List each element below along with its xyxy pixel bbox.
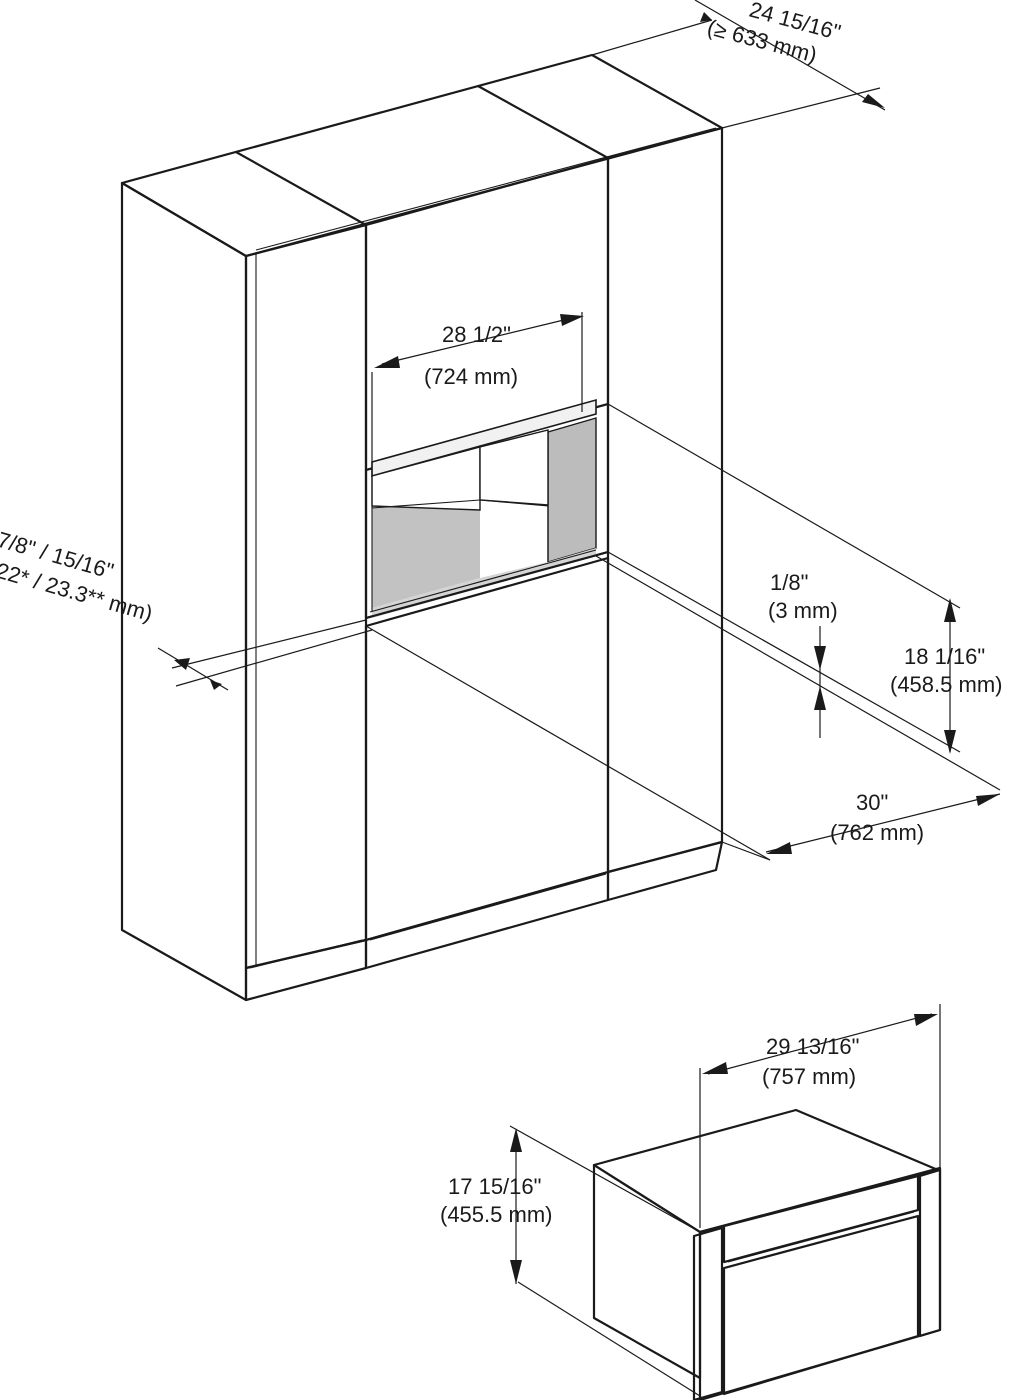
arrowhead: [814, 646, 826, 670]
arrowhead: [210, 680, 222, 690]
arrowhead: [374, 356, 400, 368]
arrowhead: [700, 12, 712, 22]
gap-label-imperial: 1/8": [770, 570, 808, 595]
cabinet: [120, 53, 724, 1002]
arrowhead: [944, 598, 956, 622]
appliance: [592, 1108, 942, 1400]
appliance-width-label-imperial: 29 13/16": [766, 1034, 859, 1059]
arrowhead: [560, 314, 584, 326]
cabinet-left-panel: [244, 223, 368, 970]
cabinet-right-panel: [606, 126, 724, 874]
appliance-height-label-imperial: 17 15/16": [448, 1174, 541, 1199]
dimension-labels: 24 15/16" (≥ 633 mm) 28 1/2" (724 mm) 7/…: [0, 0, 1002, 1227]
arrowhead: [914, 1014, 938, 1026]
cabinet-left-plinth: [244, 938, 368, 1002]
cabinet-top: [120, 53, 724, 258]
cabinet-width-label-metric: (762 mm): [830, 820, 924, 845]
niche-height-label-imperial: 18 1/16": [904, 644, 985, 669]
arrowhead: [814, 686, 826, 710]
niche-width-label-metric: (724 mm): [424, 364, 518, 389]
appliance-door: [722, 1214, 920, 1396]
cabinet-left-side: [120, 181, 248, 1002]
arrowhead: [702, 1062, 728, 1074]
arrowhead: [976, 794, 1000, 806]
arrowhead: [174, 658, 190, 670]
arrowhead: [510, 1260, 522, 1284]
dimension-lines: [157, 0, 1001, 1397]
gap-label-metric: (3 mm): [768, 598, 838, 623]
appliance-side: [592, 1163, 702, 1380]
arrowhead: [944, 730, 956, 754]
niche-width-label-imperial: 28 1/2": [442, 322, 511, 347]
appliance-height-label-metric: (455.5 mm): [440, 1202, 552, 1227]
cabinet-right-plinth: [606, 840, 724, 902]
arrowhead: [862, 94, 885, 108]
cabinet-width-label-imperial: 30": [856, 790, 888, 815]
niche-height-label-metric: (458.5 mm): [890, 672, 1002, 697]
appliance-width-label-metric: (757 mm): [762, 1064, 856, 1089]
cabinet-middle-upper-panel: [364, 156, 610, 472]
appliance-control-panel: [722, 1174, 920, 1264]
arrowheads: [174, 12, 1000, 1284]
arrowhead: [766, 842, 792, 854]
cabinet-middle-plinth: [364, 870, 610, 970]
arrowhead: [510, 1128, 522, 1152]
